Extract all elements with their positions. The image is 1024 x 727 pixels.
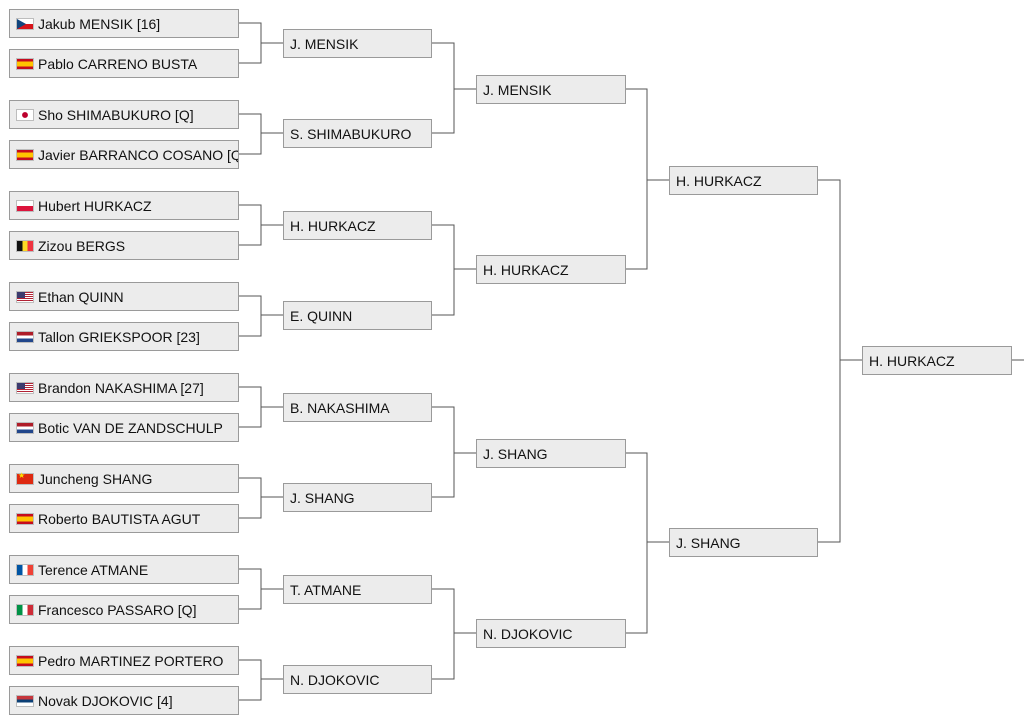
france-flag-icon [16,563,34,576]
r1-player-9[interactable]: Brandon NAKASHIMA [27] [9,373,239,402]
china-flag-icon [16,471,34,485]
r1-player-13[interactable]: Terence ATMANE [9,555,239,584]
player-name: Roberto BAUTISTA AGUT [38,510,201,527]
r2-slot-1[interactable]: J. MENSIK [283,29,432,58]
r1-player-1[interactable]: Jakub MENSIK [16] [9,9,239,38]
poland-flag-icon [16,199,34,212]
usa-flag-icon [16,290,34,303]
r1-player-15[interactable]: Pedro MARTINEZ PORTERO [9,646,239,675]
spain-flag-icon [16,57,34,70]
r2-slot-8[interactable]: N. DJOKOVIC [283,665,432,694]
player-name: Jakub MENSIK [16] [38,15,161,32]
player-name: J. SHANG [290,489,355,506]
player-name: H. HURKACZ [869,352,955,369]
r1-player-8[interactable]: Tallon GRIEKSPOOR [23] [9,322,239,351]
italy-flag-icon [16,603,34,616]
r3-slot-1[interactable]: J. MENSIK [476,75,626,104]
player-name: Sho SHIMABUKURO [Q] [38,106,194,123]
r2-slot-6[interactable]: J. SHANG [283,483,432,512]
r1-player-11[interactable]: Juncheng SHANG [9,464,239,493]
player-name: N. DJOKOVIC [290,671,380,688]
player-name: Botic VAN DE ZANDSCHULP [38,419,223,436]
r1-player-10[interactable]: Botic VAN DE ZANDSCHULP [9,413,239,442]
player-name: J. MENSIK [483,81,552,98]
player-name: Novak DJOKOVIC [4] [38,692,173,709]
player-name: B. NAKASHIMA [290,399,390,416]
player-name: N. DJOKOVIC [483,625,573,642]
r1-player-6[interactable]: Zizou BERGS [9,231,239,260]
netherlands-flag-icon [16,421,34,434]
usa-flag-icon [16,381,34,394]
player-name: Francesco PASSARO [Q] [38,601,197,618]
belgium-flag-icon [16,239,34,252]
player-name: T. ATMANE [290,581,362,598]
player-name: Tallon GRIEKSPOOR [23] [38,328,200,345]
player-name: Zizou BERGS [38,237,126,254]
spain-flag-icon [16,148,34,161]
r1-player-14[interactable]: Francesco PASSARO [Q] [9,595,239,624]
r1-player-7[interactable]: Ethan QUINN [9,282,239,311]
player-name: J. SHANG [483,445,548,462]
netherlands-flag-icon [16,330,34,343]
r1-player-4[interactable]: Javier BARRANCO COSANO [Q] [9,140,239,169]
r2-slot-5[interactable]: B. NAKASHIMA [283,393,432,422]
r1-player-2[interactable]: Pablo CARRENO BUSTA [9,49,239,78]
player-name: Juncheng SHANG [38,470,153,487]
spain-flag-icon [16,654,34,667]
r5-slot-1[interactable]: H. HURKACZ [862,346,1012,375]
r4-slot-2[interactable]: J. SHANG [669,528,818,557]
player-name: S. SHIMABUKURO [290,125,412,142]
serbia-flag-icon [16,694,34,707]
r3-slot-3[interactable]: J. SHANG [476,439,626,468]
player-name: Hubert HURKACZ [38,197,152,214]
r1-player-12[interactable]: Roberto BAUTISTA AGUT [9,504,239,533]
r4-slot-1[interactable]: H. HURKACZ [669,166,818,195]
player-name: Pedro MARTINEZ PORTERO [38,652,224,669]
r2-slot-2[interactable]: S. SHIMABUKURO [283,119,432,148]
player-name: Pablo CARRENO BUSTA [38,55,198,72]
player-name: Javier BARRANCO COSANO [Q] [38,146,239,163]
r2-slot-4[interactable]: E. QUINN [283,301,432,330]
player-name: H. HURKACZ [483,261,569,278]
player-name: H. HURKACZ [290,217,376,234]
player-name: Brandon NAKASHIMA [27] [38,379,204,396]
r1-player-5[interactable]: Hubert HURKACZ [9,191,239,220]
r1-player-16[interactable]: Novak DJOKOVIC [4] [9,686,239,715]
spain-flag-icon [16,512,34,525]
player-name: J. MENSIK [290,35,359,52]
czech-flag-icon [16,17,34,30]
r3-slot-2[interactable]: H. HURKACZ [476,255,626,284]
player-name: J. SHANG [676,534,741,551]
r2-slot-3[interactable]: H. HURKACZ [283,211,432,240]
player-name: Ethan QUINN [38,288,124,305]
japan-flag-icon [16,108,34,121]
r3-slot-4[interactable]: N. DJOKOVIC [476,619,626,648]
r1-player-3[interactable]: Sho SHIMABUKURO [Q] [9,100,239,129]
player-name: H. HURKACZ [676,172,762,189]
player-name: E. QUINN [290,307,353,324]
r2-slot-7[interactable]: T. ATMANE [283,575,432,604]
player-name: Terence ATMANE [38,561,149,578]
